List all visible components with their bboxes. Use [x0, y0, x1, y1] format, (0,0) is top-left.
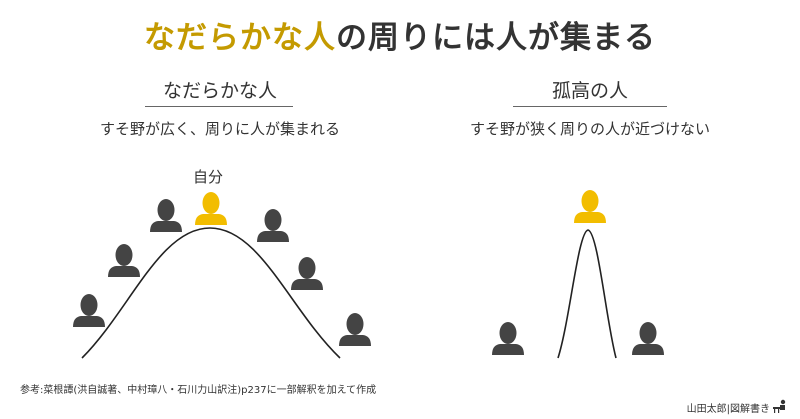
left-heading-rule — [145, 106, 293, 107]
self-person-icon — [574, 190, 606, 223]
narrow-peak-curve — [557, 229, 617, 359]
self-label: 自分 — [193, 168, 224, 186]
right-description: すそ野が狭く周りの人が近づけない — [469, 120, 710, 138]
wide-bell-curve — [81, 227, 341, 359]
person-icon — [73, 294, 105, 327]
right-heading-rule — [513, 106, 667, 107]
page-title: なだらかな人の周りには人が集まる — [0, 12, 800, 57]
left-heading: なだらかな人 — [162, 80, 277, 102]
person-icon — [291, 257, 323, 290]
author-credit: 山田太郎|図解書き — [686, 404, 770, 415]
left-description: すそ野が広く、周りに人が集まれる — [99, 120, 340, 138]
title-highlight: なだらかな人 — [144, 20, 336, 56]
person-icon — [150, 199, 182, 232]
drawing-figure-icon — [773, 399, 786, 413]
person-icon — [632, 322, 664, 355]
self-person-icon — [195, 192, 227, 225]
title-rest: の周りには人が集まる — [336, 20, 656, 56]
person-icon — [108, 244, 140, 277]
right-heading: 孤高の人 — [551, 80, 628, 102]
person-icon — [492, 322, 524, 355]
reference-note: 参考:菜根譚(洪自誠著、中村璋八・石川力山訳注)p237に一部解釈を加えて作成 — [20, 385, 377, 396]
person-icon — [339, 313, 371, 346]
person-icon — [257, 209, 289, 242]
